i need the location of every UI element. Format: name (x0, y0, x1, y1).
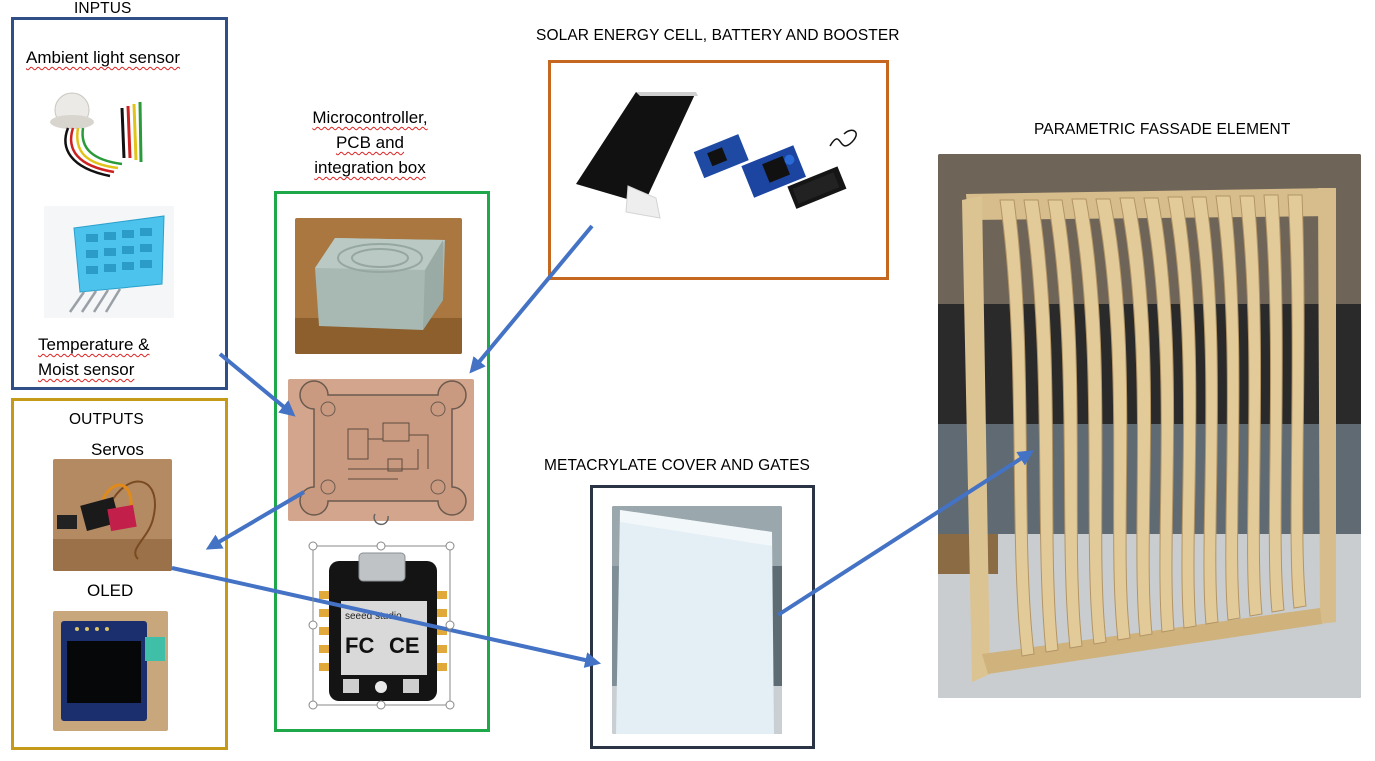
micro-label-line2: PCB and (335, 133, 405, 152)
micro-label-line1: Microcontroller, (312, 108, 428, 127)
temperature-label-line2: Moist sensor (38, 360, 135, 379)
svg-text:CE: CE (389, 633, 420, 658)
servo-image (53, 459, 172, 571)
ambient-light-label: Ambient light sensor (26, 48, 181, 67)
pcb-image (288, 379, 474, 521)
xiao-esp32-image: seeed studio FC CE (313, 543, 450, 705)
integration-box-image (295, 218, 462, 354)
parametric-facade-image (938, 154, 1361, 698)
micro-box (274, 191, 490, 732)
outputs-box (11, 398, 228, 750)
micro-label-line3: integration box (314, 158, 426, 177)
svg-text:FC: FC (345, 633, 374, 658)
metacrylate-cover-image (612, 506, 782, 734)
selection-handles (308, 513, 455, 710)
arrow-servo-to-cover (171, 566, 602, 668)
solar-box (548, 60, 889, 280)
solar-components-image (570, 86, 866, 226)
arrow-solar-to-pcb (469, 224, 594, 374)
arrow-cover-to-facade (776, 450, 1035, 617)
temperature-label-line1: Temperature & (38, 335, 150, 354)
temperature-sensor-image (44, 206, 174, 318)
inputs-box (11, 17, 228, 390)
outputs-title: OUTPUTS (69, 411, 144, 428)
cover-title: METACRYLATE COVER AND GATES (544, 457, 810, 474)
inputs-title: INPTUS (74, 0, 132, 17)
arrow-sensor-to-pcb (218, 352, 296, 417)
cover-box (590, 485, 815, 749)
facade-title: PARAMETRIC FASSADE ELEMENT (1034, 121, 1291, 138)
solar-title: SOLAR ENERGY CELL, BATTERY AND BOOSTER (536, 27, 900, 44)
oled-label: OLED (87, 581, 134, 600)
arrow-pcb-to-outputs (205, 490, 306, 550)
svg-text:seeed studio: seeed studio (345, 611, 402, 622)
servos-label: Servos (91, 440, 144, 459)
oled-image (53, 611, 168, 731)
ambient-light-sensor-image (40, 88, 150, 188)
